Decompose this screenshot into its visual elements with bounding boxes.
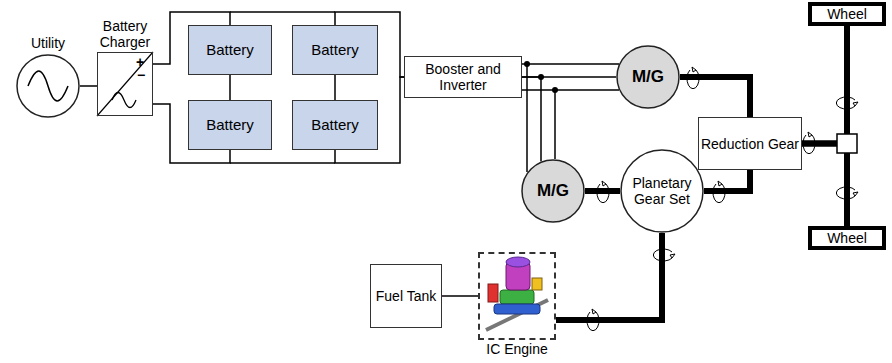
wheel-bar: Wheel bbox=[808, 2, 886, 26]
node-label: Fuel Tank bbox=[376, 288, 436, 304]
battery-box: Battery bbox=[292, 25, 378, 75]
power-wire bbox=[442, 295, 478, 297]
converter-box: Booster and Inverter bbox=[404, 56, 522, 98]
phase-wire bbox=[517, 64, 619, 172]
node-label: Battery bbox=[206, 117, 254, 133]
drive-shaft bbox=[556, 233, 662, 320]
node-label: Battery bbox=[311, 117, 359, 133]
charger-diagonal bbox=[97, 52, 153, 116]
node-label: M/G bbox=[537, 183, 569, 199]
node-label: M/G bbox=[632, 69, 664, 85]
node-label: Battery bbox=[206, 42, 254, 58]
gear-box: Reduction Gear bbox=[698, 117, 802, 170]
fuel-tank-box: Fuel Tank bbox=[370, 264, 442, 328]
polarity-mark: − bbox=[137, 68, 145, 82]
planetary-gear: Planetary Gear Set bbox=[620, 149, 704, 233]
battery-box: Battery bbox=[188, 25, 272, 75]
circle-outline bbox=[16, 54, 80, 118]
node-label: Reduction Gear bbox=[701, 136, 799, 152]
motor-generator: M/G bbox=[521, 159, 585, 223]
node-label: Battery Charger bbox=[85, 18, 165, 50]
rotation-arrow bbox=[587, 67, 858, 331]
node-label: Planetary Gear Set bbox=[626, 175, 698, 207]
polarity-mark: + bbox=[136, 55, 144, 69]
power-wire bbox=[522, 77, 541, 161]
engine-picture bbox=[486, 257, 548, 330]
drive-shaft bbox=[802, 144, 847, 227]
sine-symbol bbox=[28, 71, 68, 101]
node-label: IC Engine bbox=[472, 341, 562, 357]
source-circle: Utility bbox=[16, 54, 80, 118]
sine-symbol bbox=[112, 93, 136, 108]
wheel-bar: Wheel bbox=[808, 226, 886, 250]
drive-shaft bbox=[704, 170, 750, 191]
node-label: Booster and Inverter bbox=[405, 61, 521, 93]
node-label: Wheel bbox=[827, 6, 867, 22]
power-wire bbox=[80, 85, 97, 87]
charger-box: Battery Charger bbox=[97, 52, 153, 116]
drive-shaft bbox=[585, 188, 620, 194]
battery-box: Battery bbox=[292, 100, 378, 150]
differential-box bbox=[837, 134, 857, 153]
drive-shaft bbox=[680, 77, 750, 117]
drive-shaft bbox=[802, 26, 847, 144]
node-label: Wheel bbox=[827, 230, 867, 246]
battery-box: Battery bbox=[188, 100, 272, 150]
node-label: Utility bbox=[31, 35, 65, 51]
node-label: Battery bbox=[311, 42, 359, 58]
engine-box: IC Engine bbox=[478, 252, 556, 340]
motor-generator: M/G bbox=[616, 45, 680, 109]
